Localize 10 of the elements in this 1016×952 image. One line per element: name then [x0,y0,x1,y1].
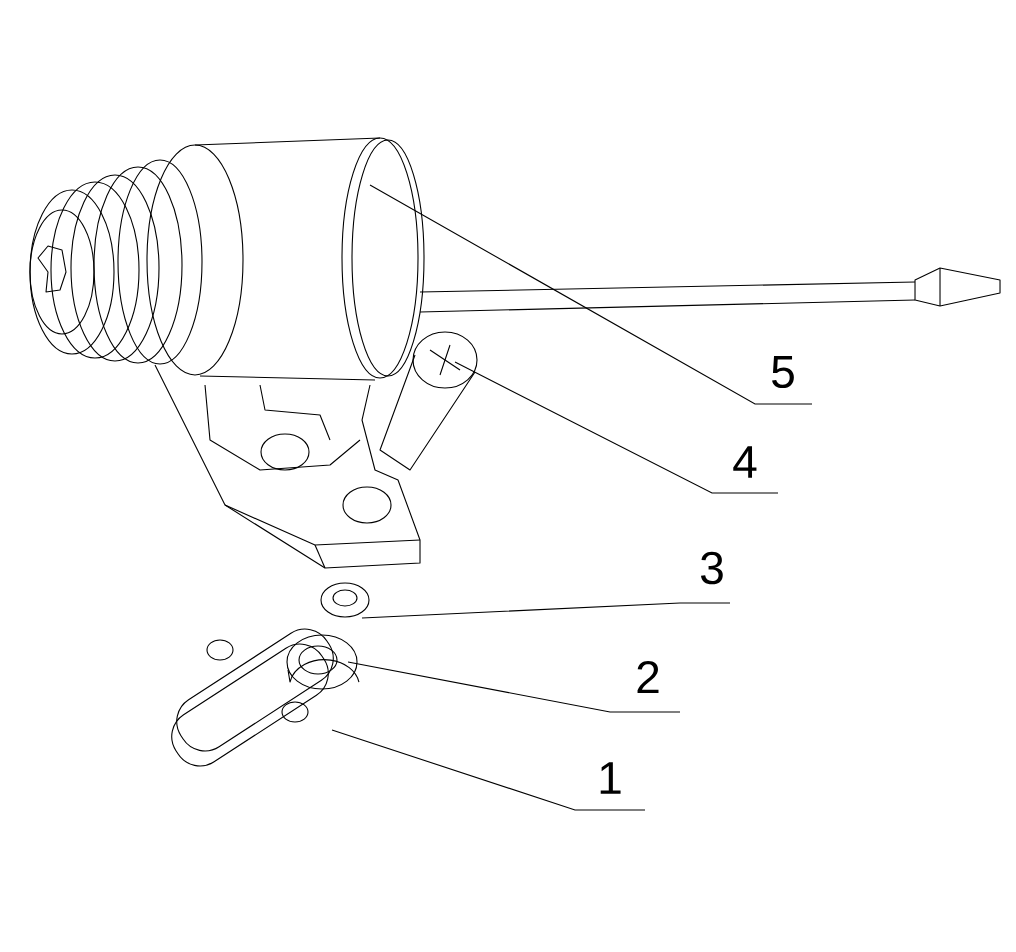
callout-number: 2 [637,660,659,694]
callout-number: 3 [701,551,723,585]
callout-number: 1 [600,762,621,794]
leader-line [369,184,813,405]
callout-number: 4 [733,446,757,478]
leader-line [331,729,646,811]
leader-line [361,602,731,619]
leader-line [347,661,681,713]
callout-number: 5 [772,355,794,389]
leader-line [454,361,779,494]
